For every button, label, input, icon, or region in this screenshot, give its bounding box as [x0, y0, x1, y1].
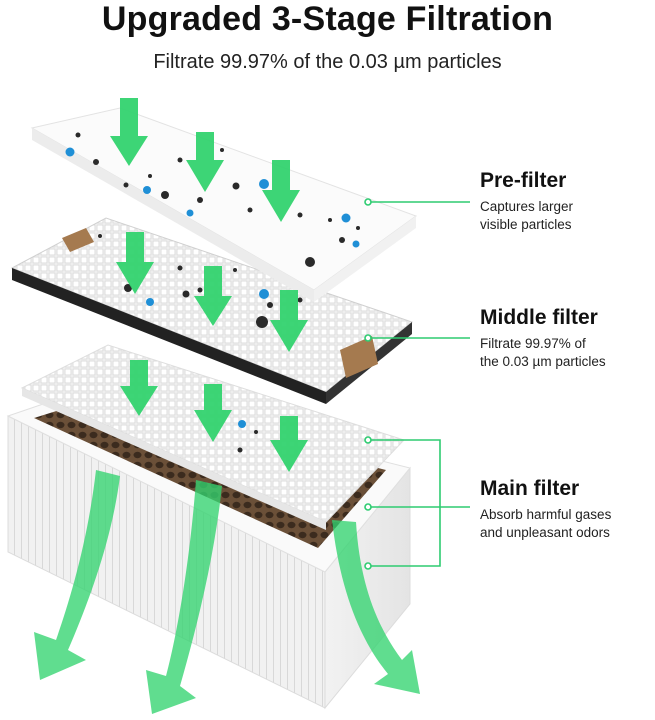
pre-filter-desc-line: visible particles — [480, 217, 572, 232]
outflow-arrow-left — [34, 470, 120, 680]
middle-filter-desc-line: the 0.03 µm particles — [480, 354, 606, 369]
main-filter-callout — [368, 439, 441, 567]
pre-filter-desc-line: Captures larger — [480, 199, 574, 214]
arrow-down-icon — [270, 290, 308, 352]
arrow-down-icon — [116, 232, 154, 294]
middle-filter-frame — [12, 268, 326, 404]
arrow-down-icon — [194, 384, 232, 442]
callout-dots — [364, 198, 372, 570]
outflow-arrow-middle — [146, 480, 222, 714]
outflow-arrow-right — [332, 520, 420, 694]
arrow-down-icon — [194, 266, 232, 326]
airflow-arrows — [110, 98, 308, 472]
arrow-down-icon — [262, 160, 300, 222]
pre-filter-label: Pre-filter Captures larger visible parti… — [480, 168, 655, 234]
middle-filter-tab-left — [62, 228, 94, 252]
outflow-arrows — [34, 470, 420, 714]
main-filter-desc-line: Absorb harmful gases — [480, 507, 612, 522]
arrow-down-icon — [186, 132, 224, 192]
main-filter-name: Main filter — [480, 477, 580, 500]
main-filter-desc-line: and unpleasant odors — [480, 525, 610, 540]
particles — [75, 132, 360, 453]
pre-filter-edge-side — [314, 216, 416, 302]
middle-filter-desc-line: Filtrate 99.97% of — [480, 336, 586, 351]
callout-lines — [368, 201, 470, 567]
main-filter-label: Main filter Absorb harmful gases and unp… — [480, 476, 655, 542]
middle-filter-name: Middle filter — [480, 306, 598, 329]
middle-filter-tab-right — [340, 336, 378, 378]
pre-filter-description: Captures larger visible particles — [480, 198, 655, 234]
main-filter-tray-edge — [22, 388, 326, 530]
main-filter-description: Absorb harmful gases and unpleasant odor… — [480, 506, 655, 542]
pre-filter-edge — [32, 128, 314, 302]
page-title: Upgraded 3-Stage Filtration — [101, 0, 554, 38]
arrow-down-icon — [270, 416, 308, 472]
arrow-down-icon — [120, 360, 158, 416]
arrow-down-icon — [110, 98, 148, 166]
virus-particles — [65, 147, 360, 428]
middle-filter-label: Middle filter Filtrate 99.97% of the 0.0… — [480, 305, 655, 371]
pre-filter-name: Pre-filter — [480, 169, 567, 192]
middle-filter-description: Filtrate 99.97% of the 0.03 µm particles — [480, 335, 655, 371]
page-subtitle: Filtrate 99.97% of the 0.03 µm particles — [153, 51, 502, 73]
